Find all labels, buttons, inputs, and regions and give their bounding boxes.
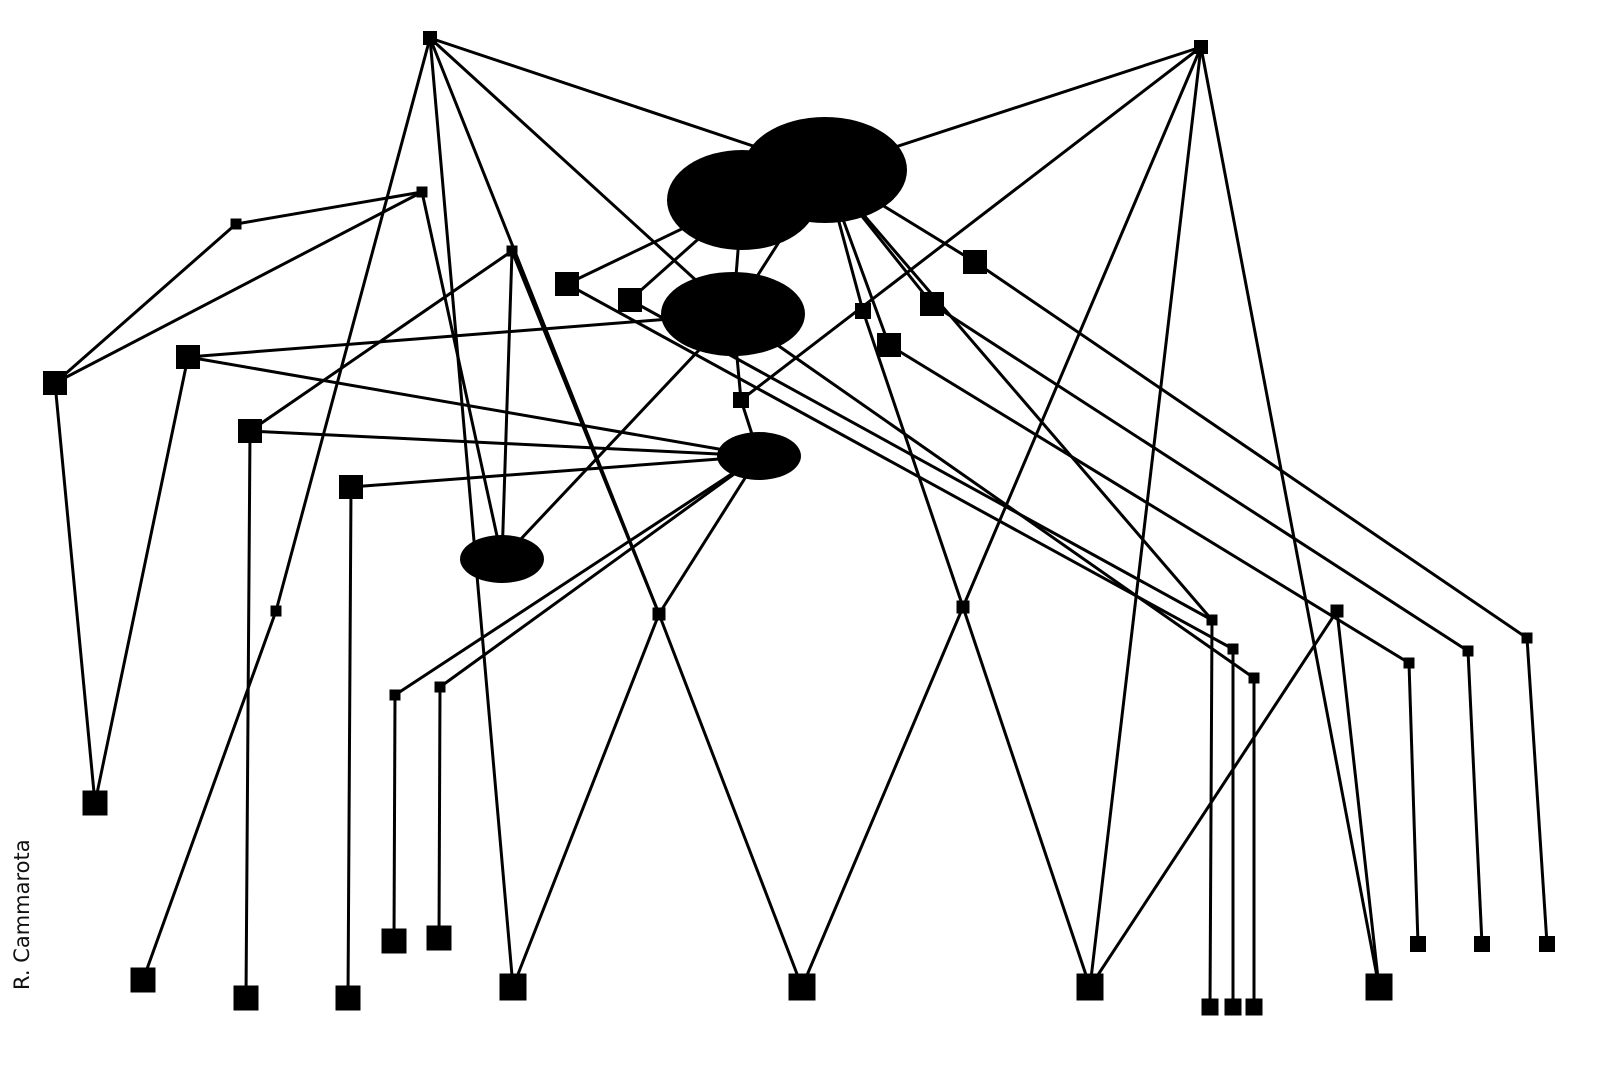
edge-T1-b513 [428,37,515,988]
node-square-n188 [176,345,200,369]
edge-n55-b95 [53,382,97,804]
node-square-n630 [618,288,642,312]
edge-n236-n422 [235,190,423,226]
edge-T2-n963 [961,46,1203,608]
edge-E1-n1212 [823,169,1214,621]
node-square-n276 [270,605,282,617]
edge-E3-E5 [500,312,735,561]
node-square-n1468 [1462,645,1474,657]
edge-n188-E3 [187,312,734,359]
node-square-b439 [426,925,452,951]
edge-n395-b394 [392,694,397,942]
edge-n188-E4 [187,355,760,458]
hub-ellipse-E5 [460,535,544,583]
edge-n512-E5 [500,250,514,560]
edge-E4-n659 [657,455,761,615]
node-square-n975 [963,250,987,274]
edge-E4-n440 [439,454,760,689]
node-square-n1409 [1403,657,1415,669]
node-square-b1254 [1245,998,1263,1016]
node-square-n1527 [1521,632,1533,644]
edge-n1409-b1418 [1407,662,1420,945]
hub-ellipse-E2 [667,150,817,250]
node-square-n55 [43,371,67,395]
edge-n963-b1090 [961,606,1092,988]
node-square-n1254 [1248,672,1260,684]
node-square-b1090 [1076,973,1104,1001]
node-square-T1 [423,31,437,45]
edge-n250-n512 [249,249,513,433]
edge-n351-E4 [350,454,760,489]
edge-n1337-b1379 [1335,610,1381,988]
edge-T2-n741 [740,45,1202,402]
edge-n659-b513 [511,613,661,988]
edge-n351-b348 [346,486,353,999]
hub-ellipse-E4 [717,432,801,480]
edge-n422-E5 [420,191,504,560]
edge-n1337-b1090 [1088,610,1339,988]
edge-n512-n659 [510,250,661,615]
edge-n863-n963 [861,310,965,608]
node-square-b95 [82,790,108,816]
node-square-b1547 [1539,936,1555,952]
edge-n440-b439 [437,686,442,939]
edge-T2-b1090 [1088,46,1203,988]
node-square-b394 [381,928,407,954]
edge-n975-n1527 [974,260,1528,640]
edge-T2-b1379 [1199,46,1381,988]
hub-ellipse-E3 [661,272,805,356]
node-square-n250 [238,419,262,443]
node-square-n741 [733,392,749,408]
edge-n276-b143 [141,610,278,981]
edge-n188-b95 [93,356,190,804]
node-square-b143 [130,967,156,993]
node-square-n932 [920,292,944,316]
node-square-b513 [499,973,527,1001]
node-square-b802 [788,973,816,1001]
edge-n1212-b1210 [1208,619,1214,1008]
node-square-n422 [416,186,428,198]
node-square-n863 [855,303,871,319]
node-square-n963 [956,600,970,614]
node-square-n512 [506,245,518,257]
node-square-n889 [877,333,901,357]
edge-n1468-b1482 [1466,650,1484,945]
edge-n932-n1468 [931,302,1469,653]
edge-n236-n55 [54,222,237,385]
edge-n1527-b1547 [1525,637,1549,945]
edge-n250-b246 [244,430,252,999]
edge-T1-E3 [428,36,735,316]
node-square-n659 [652,607,666,621]
node-square-n395 [389,689,401,701]
node-square-n1233 [1227,643,1239,655]
node-square-b1210 [1201,998,1219,1016]
node-square-n351 [339,475,363,499]
edge-n567-n1233 [566,282,1234,651]
node-square-n567 [555,272,579,296]
edge-T1-n276 [274,37,432,612]
node-square-b1379 [1365,973,1393,1001]
node-square-n236 [230,218,242,230]
node-square-T2 [1194,40,1208,54]
node-square-b1418 [1410,936,1426,952]
node-square-b1233 [1224,998,1242,1016]
edge-E4-n395 [394,454,760,697]
node-square-n1337 [1330,604,1344,618]
edge-n422-n55 [54,190,423,385]
author-credit: R. Cammarota [10,839,34,990]
node-square-b348 [335,985,361,1011]
node-square-n440 [434,681,446,693]
edge-n659-b802 [657,613,804,988]
node-square-b1482 [1474,936,1490,952]
edge-n889-n1409 [888,343,1410,665]
edge-E3-n1254 [732,312,1255,680]
node-square-n1212 [1206,614,1218,626]
edge-n963-b802 [800,606,965,988]
node-square-b246 [233,985,259,1011]
